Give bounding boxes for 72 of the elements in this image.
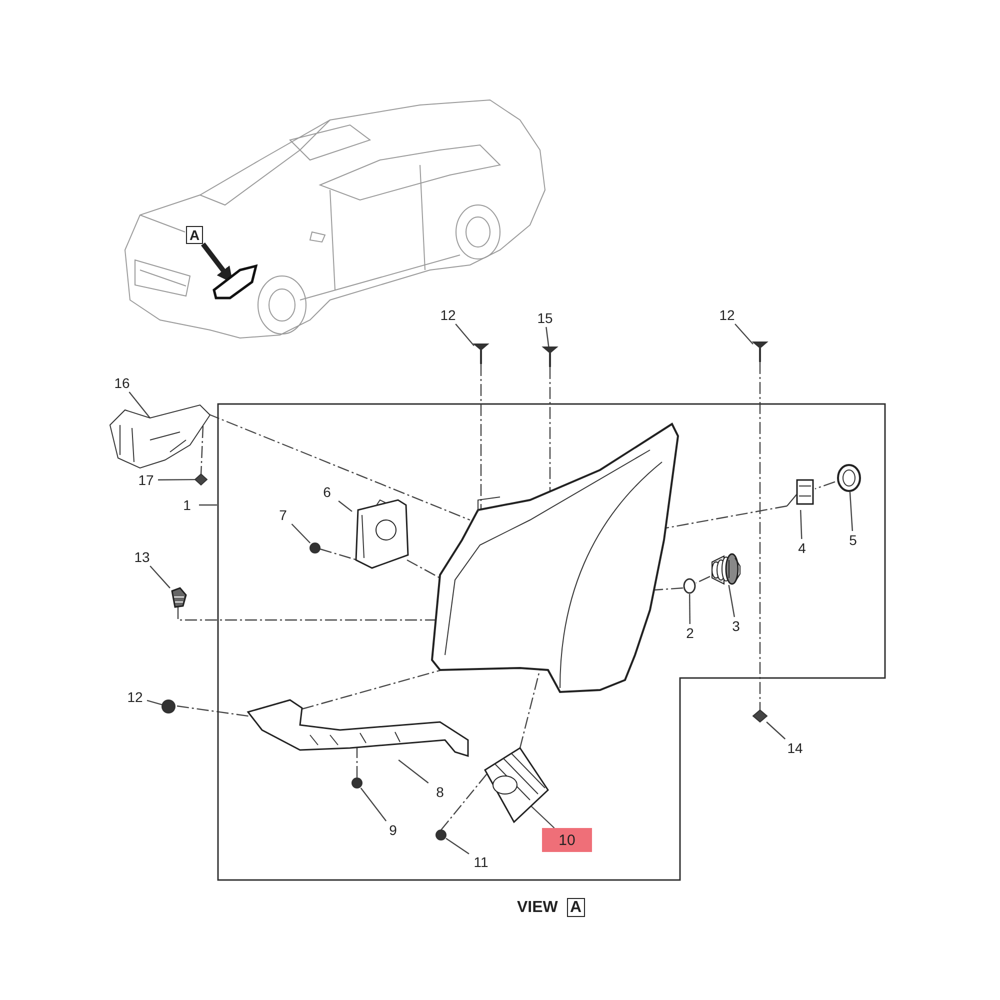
socket-drawing <box>710 553 742 585</box>
screw-head <box>162 700 175 713</box>
clip-drawing <box>170 587 187 608</box>
leader-line <box>688 594 690 624</box>
leader-line <box>360 788 387 822</box>
leader-line <box>766 722 786 740</box>
screw-head <box>352 778 362 788</box>
assembly-line <box>759 362 761 711</box>
leader-line <box>158 478 195 480</box>
headlight-drawing <box>212 263 260 301</box>
screw-drawing <box>753 342 767 362</box>
leader-line <box>530 806 555 828</box>
leader-line <box>800 510 802 540</box>
screw-head <box>436 830 446 840</box>
callout-number: 10 <box>542 828 592 852</box>
assembly-line <box>320 548 358 561</box>
view-letter-box: A <box>567 898 585 917</box>
leader-line <box>728 584 736 618</box>
view-label: VIEW <box>517 898 558 918</box>
cap-drawing <box>835 462 863 492</box>
assembly-line <box>208 413 470 521</box>
callout-number: 16 <box>110 374 134 392</box>
leader-line <box>446 838 470 854</box>
callout-number: 4 <box>790 539 814 557</box>
callout-number: 12 <box>123 688 147 706</box>
assembly-line <box>814 481 836 490</box>
bracket-drawing <box>108 405 212 468</box>
callout-number: 9 <box>381 821 405 839</box>
leader-line <box>291 524 311 544</box>
view-marker: A <box>186 226 203 244</box>
nut-drawing <box>753 710 767 722</box>
view-frame <box>217 403 886 881</box>
control-module-drawing <box>352 498 410 570</box>
callout-number: 2 <box>678 624 702 642</box>
callout-number: 3 <box>724 617 748 635</box>
screw-drawing <box>543 347 557 367</box>
callout-number: 14 <box>783 739 807 757</box>
leader-line <box>199 504 217 506</box>
callout-number: 17 <box>134 471 158 489</box>
nut-drawing <box>195 474 207 485</box>
screw-drawing <box>474 344 488 364</box>
callout-number: 1 <box>175 496 199 514</box>
assembly-line <box>177 607 436 621</box>
leader-line <box>150 566 170 588</box>
bracket-drawing <box>245 698 472 760</box>
callout-number: 12 <box>715 306 739 324</box>
leader-line <box>546 326 550 348</box>
assembly-line <box>356 748 358 778</box>
assembly-line <box>666 505 788 529</box>
assembly-line <box>654 587 684 591</box>
leader-line <box>849 492 854 532</box>
callout-number: 8 <box>428 783 452 801</box>
callout-number: 12 <box>436 306 460 324</box>
bulb-drawing <box>683 578 696 594</box>
leader-line <box>128 392 150 418</box>
callout-number: 15 <box>533 309 557 327</box>
leader-line <box>146 700 162 706</box>
assembly-line <box>200 426 204 476</box>
assembly-line <box>480 364 482 510</box>
screw-head <box>310 543 320 553</box>
callout-number: 7 <box>271 506 295 524</box>
leader-line <box>398 760 429 784</box>
callout-number: 13 <box>130 548 154 566</box>
assembly-line <box>406 559 440 579</box>
callout-number: 6 <box>315 483 339 501</box>
assembly-line <box>696 576 710 584</box>
leader-line <box>338 500 352 512</box>
callout-number: 5 <box>841 531 865 549</box>
assembly-line <box>549 367 551 492</box>
leader-line <box>455 324 474 346</box>
leader-line <box>734 324 754 345</box>
callout-number: 11 <box>469 853 493 871</box>
